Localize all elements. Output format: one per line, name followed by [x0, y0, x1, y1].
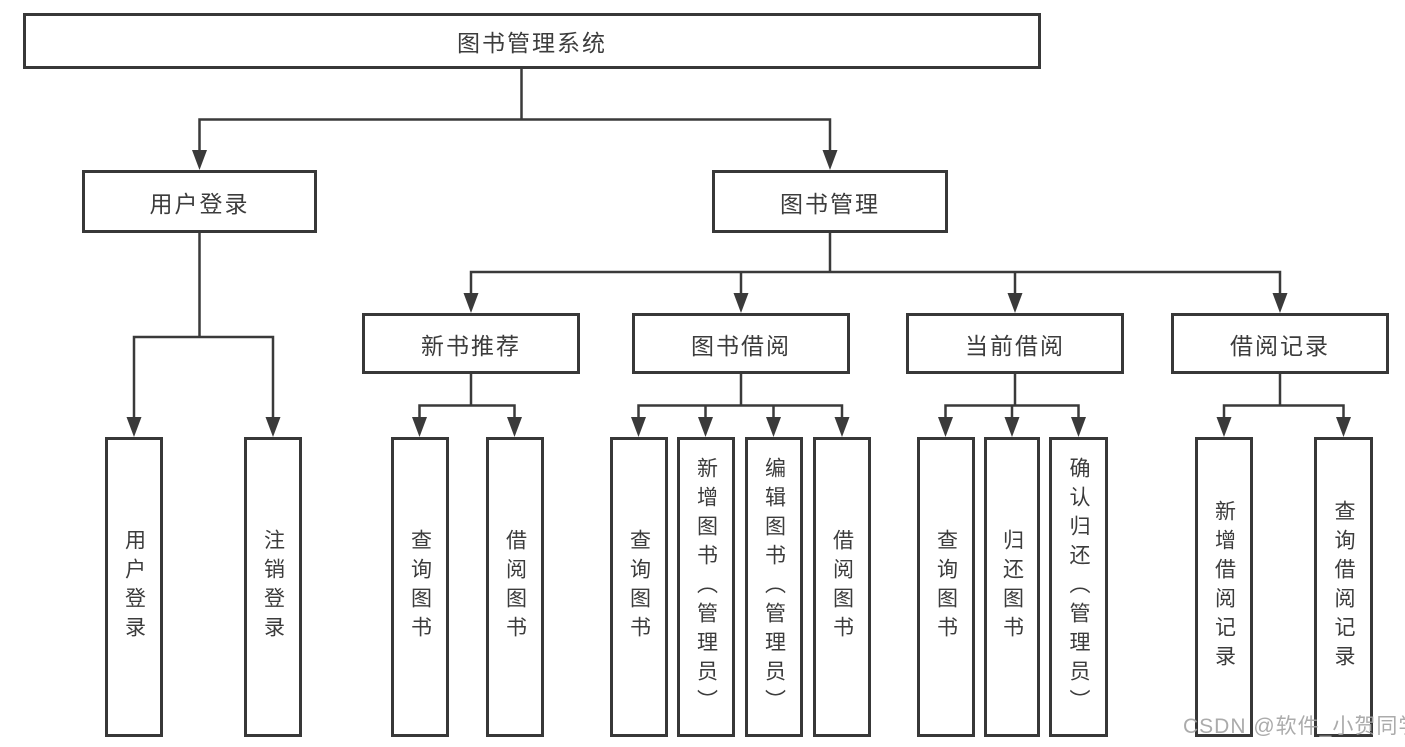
- node-label: 借阅记录: [1230, 332, 1330, 359]
- leaf-label: 查询借阅记录: [1332, 500, 1355, 674]
- leaf-query-books-recommend: 查询图书: [391, 437, 449, 737]
- leaf-user-login: 用户登录: [105, 437, 163, 737]
- leaf-label: 查询图书: [627, 529, 651, 645]
- leaf-label: 编辑图书（管理员）: [762, 456, 786, 718]
- node-borrow-records: 借阅记录: [1171, 313, 1389, 374]
- node-label: 图书借阅: [691, 332, 791, 359]
- connector-book-borrow-to-leaves: [637, 374, 844, 421]
- node-current-borrow: 当前借阅: [906, 313, 1124, 374]
- arrowheads: [126, 150, 1351, 437]
- node-book-borrow: 图书借阅: [632, 313, 850, 374]
- leaf-add-borrow-record: 新增借阅记录: [1195, 437, 1253, 737]
- leaf-logout: 注销登录: [244, 437, 302, 737]
- connector-user-login-to-leaves: [132, 233, 275, 419]
- leaf-label: 用户登录: [122, 529, 146, 645]
- node-label: 新书推荐: [421, 332, 521, 359]
- leaf-add-book-admin: 新增图书（管理员）: [677, 437, 735, 737]
- connector-book-management-to-modules: [469, 233, 1282, 295]
- leaf-label: 注销登录: [261, 529, 285, 645]
- leaf-query-books-current: 查询图书: [917, 437, 975, 737]
- leaf-label: 借阅图书: [503, 529, 527, 645]
- node-label: 图书管理: [780, 190, 880, 217]
- leaf-query-borrow-record: 查询借阅记录: [1314, 437, 1373, 737]
- connector-current-borrow-to-leaves: [944, 374, 1080, 421]
- leaf-borrow-books-recommend: 借阅图书: [486, 437, 544, 737]
- node-user-login: 用户登录: [82, 170, 317, 233]
- node-library-management-system: 图书管理系统: [23, 13, 1041, 69]
- connector-new-book-recommend-to-leaves: [418, 374, 516, 421]
- node-label: 图书管理系统: [457, 30, 607, 56]
- leaf-label: 新增图书（管理员）: [694, 456, 718, 718]
- connector-root-to-level2: [198, 69, 832, 152]
- connector-borrow-records-to-leaves: [1222, 374, 1345, 421]
- leaf-label: 新增借阅记录: [1212, 500, 1236, 674]
- leaf-label: 确认归还（管理员）: [1067, 456, 1090, 718]
- csdn-watermark: CSDN @软件_小贺同学: [1183, 715, 1405, 738]
- leaf-label: 查询图书: [934, 529, 958, 645]
- node-label: 用户登录: [149, 190, 250, 217]
- leaf-borrow-books: 借阅图书: [813, 437, 871, 737]
- node-new-book-recommend: 新书推荐: [362, 313, 580, 374]
- leaf-edit-book-admin: 编辑图书（管理员）: [745, 437, 803, 737]
- leaf-query-books-borrow: 查询图书: [610, 437, 668, 737]
- node-label: 当前借阅: [965, 332, 1065, 359]
- leaf-label: 查询图书: [408, 529, 432, 645]
- leaf-confirm-return-admin: 确认归还（管理员）: [1049, 437, 1108, 737]
- node-book-management: 图书管理: [712, 170, 948, 233]
- leaf-label: 借阅图书: [830, 529, 854, 645]
- leaf-return-book: 归还图书: [984, 437, 1040, 737]
- leaf-label: 归还图书: [1000, 529, 1024, 645]
